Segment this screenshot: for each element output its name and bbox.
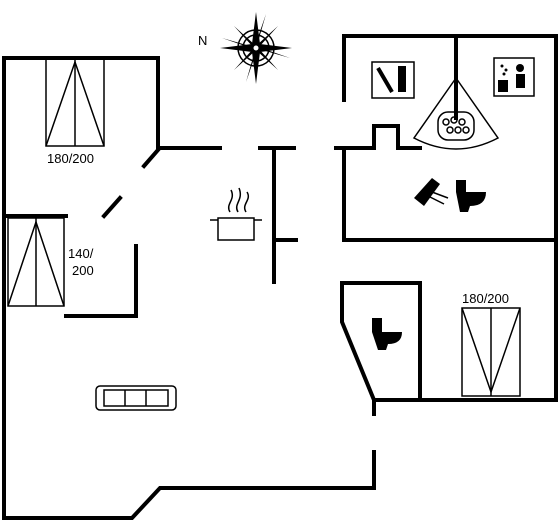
- shower-icon: [414, 178, 449, 206]
- double-bed-icon: [45, 57, 105, 147]
- sofa-icon: [95, 385, 177, 411]
- walls: [2, 34, 558, 520]
- bed-2-label-line2: 200: [72, 263, 94, 278]
- washing-icon: [371, 61, 415, 99]
- bed-1-label: 180/200: [47, 151, 94, 166]
- spa-whirlpool-icon: [412, 76, 500, 150]
- compass-icon: [220, 12, 292, 84]
- bed-3-label: 180/200: [462, 291, 509, 306]
- kitchen-pot-icon: [210, 187, 262, 241]
- toilet-icon: [456, 180, 486, 212]
- sauna-icon: [493, 57, 535, 97]
- bunk-bed-icon: [7, 217, 65, 307]
- double-bed-icon: [461, 307, 521, 397]
- bed-2-label-line1: 140/: [68, 246, 94, 261]
- toilet-icon: [372, 318, 402, 350]
- compass-north-label: N: [198, 33, 207, 48]
